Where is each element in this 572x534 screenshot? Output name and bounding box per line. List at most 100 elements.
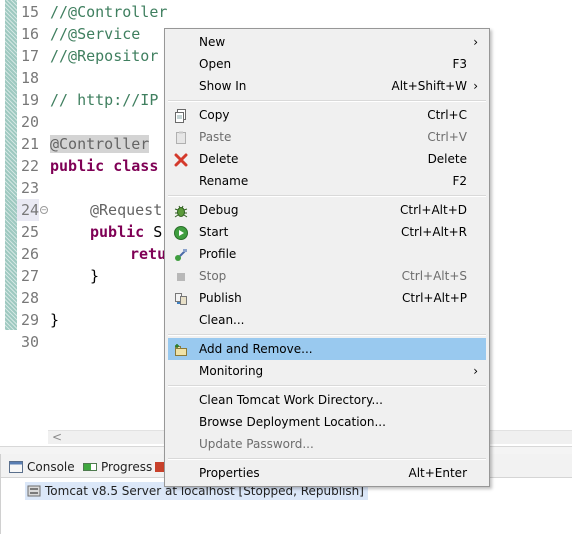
code-line: } [90,267,100,285]
menu-item-shortcut: Ctrl+C [427,108,467,122]
line-number: 21 [20,135,39,153]
menu-item-label: New [199,35,226,49]
code-line: public S [90,221,162,243]
menu-item-label: Profile [199,247,237,261]
menu-item-profile[interactable]: Profile [168,243,486,265]
menu-item-label: Add and Remove... [199,342,313,356]
start-icon [174,225,188,240]
menu-item-label: Properties [199,466,260,480]
menu-separator [168,458,486,460]
menu-item-copy[interactable]: Copy Ctrl+C [168,104,486,126]
code-line: //@Service [50,25,141,43]
menu-item-update-password[interactable]: Update Password... [168,433,486,455]
publish-icon [174,291,188,305]
add-remove-icon [174,342,188,356]
progress-icon [83,460,97,472]
line-number: 29 [20,311,39,329]
line-number: 19 [20,91,39,109]
change-ruler [5,0,17,330]
tab-label: Console [27,460,75,474]
menu-separator [168,385,486,387]
server-label: Tomcat v8.5 Server at localhost [Stopped… [45,484,364,498]
code-line: //@Controller [50,3,168,21]
line-number: 22 [20,157,39,175]
menu-separator [168,195,486,197]
submenu-arrow-icon: › [473,79,478,93]
menu-item-label: Start [199,225,229,239]
menu-item-label: Debug [199,203,239,217]
line-number: 28 [20,289,39,307]
menu-item-publish[interactable]: Publish Ctrl+Alt+P [168,287,486,309]
code-line: } [50,311,60,329]
submenu-arrow-icon: › [473,35,478,49]
fold-toggle-icon[interactable]: − [40,206,48,214]
menu-item-label: Publish [199,291,242,305]
paste-icon [174,130,188,144]
menu-item-new[interactable]: New › [168,31,486,53]
menu-item-label: Open [199,57,232,71]
menu-item-label: Update Password... [199,437,314,451]
code-line: retu [130,243,166,265]
menu-item-stop[interactable]: Stop Ctrl+Alt+S [168,265,486,287]
menu-item-delete[interactable]: Delete Delete [168,148,486,170]
menu-item-label: Stop [199,269,227,283]
menu-item-shortcut: Ctrl+Alt+R [400,225,467,239]
code-line: public class [50,155,158,177]
code-text: S [144,223,163,241]
scroll-left-icon[interactable]: < [52,430,63,444]
tab-console[interactable]: Console [9,458,75,476]
submenu-arrow-icon: › [473,364,478,378]
line-number: 16 [20,25,39,43]
problems-icon [155,460,169,472]
menu-item-clean-tomcat-work-directory[interactable]: Clean Tomcat Work Directory... [168,389,486,411]
menu-item-shortcut: F2 [452,174,467,188]
line-number: 17 [20,47,39,65]
menu-item-label: Copy [199,108,230,122]
menu-item-debug[interactable]: Debug Ctrl+Alt+D [168,199,486,221]
stop-icon [174,269,188,283]
menu-item-label: Paste [199,130,232,144]
code-line: @Request [90,201,163,219]
tab-progress[interactable]: Progress [83,458,152,476]
annotation-text: @Controller [50,135,150,153]
line-number: 20 [20,113,39,131]
menu-separator [168,334,486,336]
menu-item-label: Delete [199,152,239,166]
menu-item-shortcut: Alt+Shift+W [391,79,468,93]
menu-item-show-in[interactable]: Show In Alt+Shift+W › [168,75,486,97]
menu-item-shortcut: Delete [427,152,467,166]
menu-item-label: Show In [199,79,247,93]
menu-separator [168,100,486,102]
menu-item-properties[interactable]: Properties Alt+Enter [168,462,486,484]
menu-item-label: Rename [199,174,249,188]
code-line: // http://IP [50,91,159,109]
line-number: 30 [20,333,39,351]
tab-problems[interactable] [155,458,173,476]
tab-label: Progress [101,460,153,474]
keyword-text: retu [130,245,167,263]
menu-item-label: Browse Deployment Location... [199,415,386,429]
menu-item-shortcut: Ctrl+Alt+S [401,269,467,283]
menu-item-label: Monitoring [199,364,264,378]
menu-item-shortcut: Alt+Enter [408,466,467,480]
menu-item-add-and-remove[interactable]: Add and Remove... [168,338,486,360]
menu-item-clean[interactable]: Clean... [168,309,486,331]
menu-item-shortcut: Ctrl+Alt+P [402,291,467,305]
code-line: //@Repositor [50,47,159,65]
line-number: 15 [20,3,39,21]
menu-item-open[interactable]: Open F3 [168,53,486,75]
menu-item-start[interactable]: Start Ctrl+Alt+R [168,221,486,243]
line-number: 24 [17,199,39,221]
menu-item-shortcut: F3 [452,57,467,71]
line-number: 23 [20,179,39,197]
debug-icon [174,203,188,218]
menu-item-browse-deployment-location[interactable]: Browse Deployment Location... [168,411,486,433]
console-icon [9,460,23,473]
line-number: 27 [20,267,39,285]
server-icon [27,484,41,497]
menu-item-paste[interactable]: Paste Ctrl+V [168,126,486,148]
menu-item-label: Clean... [199,313,245,327]
keyword-text: public [90,223,145,241]
menu-item-monitoring[interactable]: Monitoring › [168,360,486,382]
menu-item-rename[interactable]: Rename F2 [168,170,486,192]
